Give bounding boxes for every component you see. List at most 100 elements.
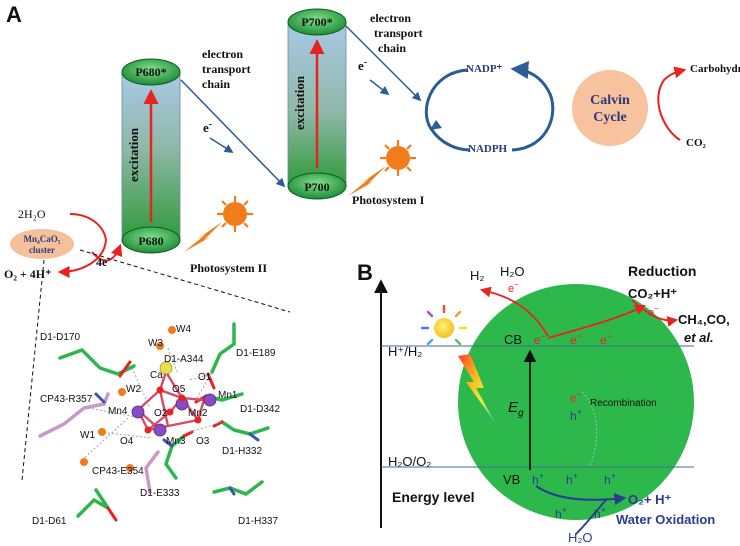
co2-e: e	[648, 307, 654, 319]
water-label: 2H₂O	[18, 207, 46, 221]
four-e-arrow	[91, 243, 123, 262]
res-o4: O4	[120, 436, 134, 447]
res-cp43-r357: CP43-R357	[40, 394, 93, 405]
res-w1: W1	[80, 430, 95, 441]
zoom-line-right	[79, 249, 291, 313]
res-o3: O3	[196, 436, 210, 447]
nadp-cycle-arrowhead	[430, 120, 442, 130]
sun-icon-ps2	[184, 196, 253, 252]
cb-e3-sup: −	[607, 331, 612, 341]
cb-e1-sup: −	[541, 331, 546, 341]
reduction-label: Reduction	[628, 263, 696, 279]
res-mn1: Mn1	[218, 390, 238, 401]
res-w3: W3	[148, 338, 163, 349]
p680-label: P680	[138, 234, 163, 248]
cluster-line2: cluster	[29, 245, 55, 255]
res-mn3: Mn3	[166, 436, 186, 447]
vb-label: VB	[503, 472, 520, 487]
carbohydrate-label: Carbohydrate	[690, 63, 740, 75]
photosystem-i-caption: Photosystem I	[352, 193, 425, 207]
etc2-line3: chain	[378, 41, 406, 55]
res-d1-e189: D1-E189	[236, 348, 276, 359]
h2-reduction-arrow	[479, 286, 549, 337]
res-d1-h332: D1-H332	[222, 446, 262, 457]
h2-e: e	[508, 283, 514, 295]
etc1-small-arrow	[209, 137, 234, 153]
res-d1-d61: D1-D61	[32, 516, 67, 527]
calvin-line2: Cycle	[593, 110, 626, 125]
etc2-electron: e-	[358, 57, 367, 73]
co2-e-sup: −	[654, 304, 659, 313]
o2-h-product: O₂+ H⁺	[628, 492, 671, 507]
p700-star-label: P700*	[301, 15, 332, 29]
etc1-e: e	[203, 120, 209, 135]
vb-h1-sup: +	[539, 471, 544, 481]
calvin-line1: Calvin	[590, 93, 630, 108]
cb-e1: e	[534, 333, 541, 347]
etc2-line2: transport	[374, 26, 423, 40]
energy-level-label: Energy level	[392, 489, 475, 505]
rc-h-sup: +	[577, 407, 582, 417]
h2o-input-arrow	[575, 499, 607, 535]
h2o-bottom-label: H₂O	[568, 530, 593, 545]
vb-hole-3: h+	[604, 471, 616, 487]
vb-hole-1: h+	[532, 471, 544, 487]
vb-hole-2: h+	[566, 471, 578, 487]
calvin-cycle-node	[572, 70, 648, 146]
o2-output-arrow	[57, 239, 107, 278]
ox-h1-sup: +	[562, 505, 567, 515]
ps2-excitation-label: excitation	[126, 127, 141, 182]
four-e: 4e	[96, 255, 108, 269]
h2-e-sup: −	[514, 280, 519, 289]
nadph-label: NADPH	[468, 143, 508, 155]
water-oxidation-arrow	[535, 485, 627, 506]
ox-hole-1: h+	[555, 505, 567, 521]
nadp-label: NADP⁺	[466, 63, 503, 75]
mn-cluster-node	[10, 229, 74, 259]
etc1-line1: electron	[202, 47, 243, 61]
water-arrow	[69, 213, 107, 241]
res-d1-e333: D1-E333	[140, 488, 180, 499]
semiconductor-sphere	[458, 284, 694, 520]
co2-h-label: CO₂+H⁺	[628, 286, 677, 301]
res-d1-h337: D1-H337	[238, 516, 278, 527]
ox-h1: h	[555, 507, 562, 521]
photosystem-ii-caption: Photosystem II	[190, 261, 267, 275]
recomb-hole: h+	[570, 407, 582, 423]
res-mn2: Mn2	[188, 408, 208, 419]
co2-e-label: e−	[648, 304, 659, 319]
vb-h1: h	[532, 473, 539, 487]
etc2-e: e	[358, 58, 364, 73]
res-o2: O2	[154, 408, 168, 419]
co2-reduction-arrow	[631, 299, 679, 327]
cb-label: CB	[504, 332, 522, 347]
res-d1-d342: D1-D342	[240, 404, 280, 415]
cluster-line1: Mn₄CaO₅	[24, 234, 61, 244]
h2-e-label: e−	[508, 280, 519, 295]
nadp-cycle-left	[424, 68, 471, 152]
rc-h: h	[570, 409, 577, 423]
recomb-electron: e−	[570, 389, 582, 405]
res-d1-a344: D1-A344	[164, 354, 204, 365]
etc2-arrow	[345, 25, 422, 102]
co2-label: CO₂	[686, 137, 707, 149]
res-w2: W2	[126, 384, 141, 395]
res-mn4: Mn4	[108, 406, 128, 417]
light-bolt-icon	[458, 354, 496, 424]
products-label: CH₄,CO,	[678, 312, 730, 327]
cb-electron-3: e−	[600, 331, 612, 347]
sun-icon-panel-b	[420, 304, 468, 346]
etc2-small-arrow	[369, 79, 390, 96]
ps1-excitation-label: excitation	[292, 75, 307, 130]
res-ca: Ca	[150, 370, 163, 381]
rc-e-sup: −	[577, 389, 582, 399]
etc1-line2: transport	[202, 62, 251, 76]
etc1-line3: chain	[202, 77, 230, 91]
etc2-e-sup: -	[364, 57, 367, 68]
h2o-o2-level: H₂O/O₂	[388, 454, 431, 469]
cb-e2-sup: −	[577, 331, 582, 341]
eg-sub: g	[518, 408, 524, 419]
ox-h2: h	[594, 507, 601, 521]
cb-electron-flow-arrow	[547, 305, 646, 339]
res-o5: O5	[172, 384, 186, 395]
